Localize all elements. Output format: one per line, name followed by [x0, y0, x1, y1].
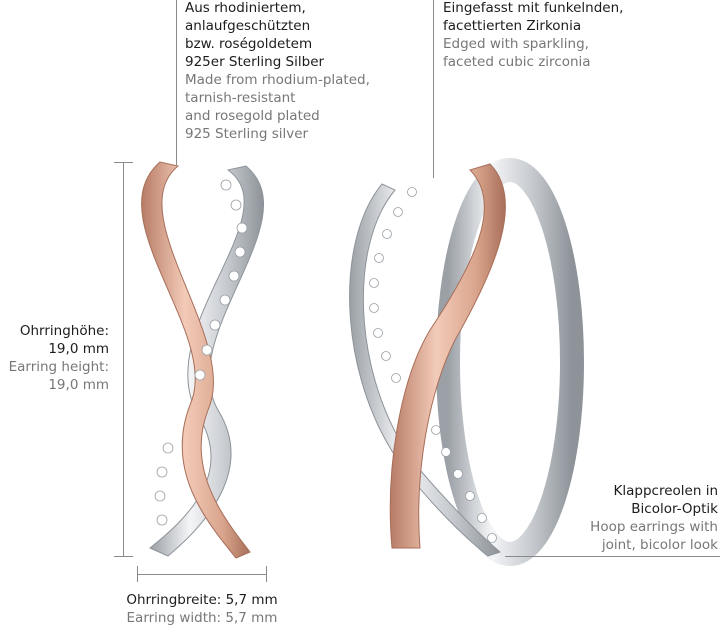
type-leader-line — [505, 556, 720, 557]
height-dimension-line — [123, 162, 124, 557]
stones-annotation: Eingefasst mit funkelnden, facettierten … — [443, 0, 713, 71]
height-annotation: Ohrringhöhe: 19,0 mm Earring height: 19,… — [0, 322, 109, 394]
material-en-line: 925 Sterling silver — [185, 126, 309, 142]
zirconia-row-side — [369, 187, 497, 543]
height-dimension-cap-top — [114, 162, 133, 163]
width-en-line: Earring width: 5,7 mm — [126, 610, 278, 626]
rosegold-band-side — [389, 163, 506, 549]
material-en-line: Made from rhodium-plated, — [185, 72, 370, 88]
zirconia-row-front — [154, 179, 248, 526]
height-de-line: Ohrringhöhe: — [19, 323, 109, 339]
material-annotation: Aus rhodiniertem, anlaufgeschützten bzw.… — [185, 0, 425, 143]
material-en-line: and rosegold plated — [185, 108, 320, 124]
width-annotation: Ohrringbreite: 5,7 mm Earring width: 5,7… — [102, 591, 302, 627]
material-de-line: Aus rhodiniertem, — [185, 0, 306, 16]
type-de-line: Bicolor-Optik — [631, 501, 718, 517]
silver-hoop-back — [436, 158, 584, 566]
height-en-line: Earring height: — [8, 359, 109, 375]
type-en-line: Hoop earrings with — [590, 519, 718, 535]
width-dimension-cap-left — [137, 566, 138, 582]
width-dimension-line — [137, 574, 267, 575]
earring-front-view — [141, 161, 264, 559]
type-annotation: Klappcreolen in Bicolor-Optik Hoop earri… — [540, 482, 718, 554]
material-de-line: anlaufgeschützten — [185, 18, 311, 34]
height-de-line: 19,0 mm — [48, 341, 109, 357]
material-de-line: bzw. roségoldetem — [185, 36, 313, 52]
material-en-line: tarnish-resistant — [185, 90, 296, 106]
material-leader-line — [176, 0, 177, 165]
silver-band-side — [349, 183, 501, 557]
type-de-line: Klappcreolen in — [613, 483, 718, 499]
material-de-line: 925er Sterling Silber — [185, 54, 325, 70]
type-en-line: joint, bicolor look — [601, 537, 718, 553]
rosegold-band-front — [141, 161, 251, 559]
height-dimension-cap-bottom — [114, 556, 133, 557]
stones-leader-line — [433, 0, 434, 178]
stones-de-line: Eingefasst mit funkelnden, — [443, 0, 624, 16]
height-en-line: 19,0 mm — [48, 377, 109, 393]
stones-en-line: faceted cubic zirconia — [443, 54, 591, 70]
stones-en-line: Edged with sparkling, — [443, 36, 589, 52]
stones-de-line: facettierten Zirkonia — [443, 18, 582, 34]
earring-side-view — [349, 158, 584, 566]
width-dimension-cap-right — [266, 566, 267, 582]
width-de-line: Ohrringbreite: 5,7 mm — [126, 592, 278, 608]
